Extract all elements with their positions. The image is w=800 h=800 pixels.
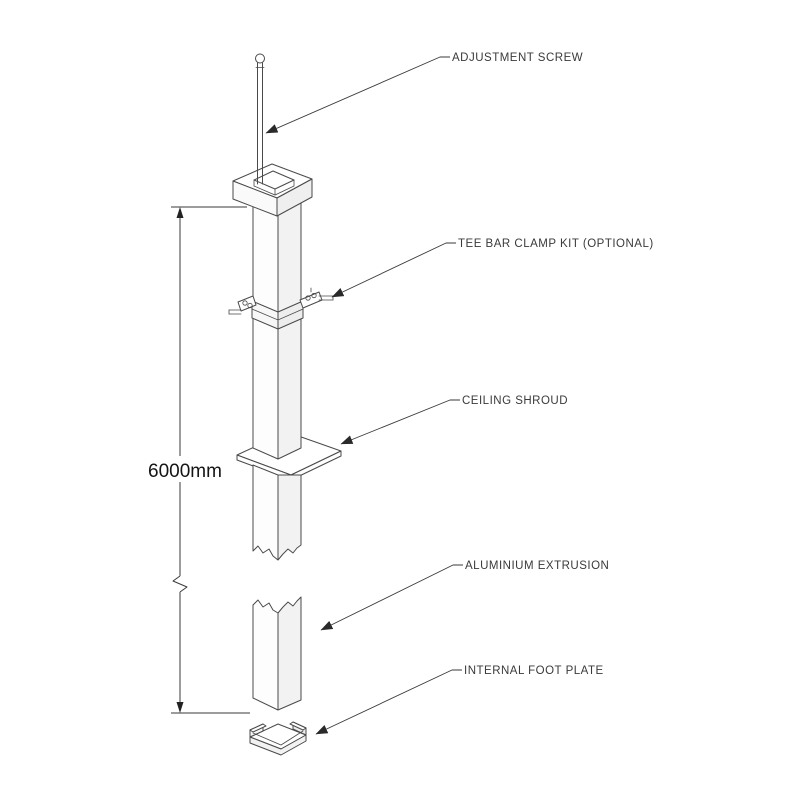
callout-labels: ADJUSTMENT SCREW TEE BAR CLAMP KIT (OPTI… [452, 52, 654, 677]
dimension-label: 6000mm [148, 461, 222, 482]
label-aluminium-extrusion: ALUMINIUM EXTRUSION [465, 560, 609, 572]
leader-aluminium-extrusion [320, 564, 463, 631]
aluminium-extrusion-mid-drawing [252, 464, 302, 561]
dimension-arrow-down [176, 702, 184, 713]
label-internal-foot-plate: INTERNAL FOOT PLATE [464, 665, 604, 677]
label-tee-bar-clamp: TEE BAR CLAMP KIT (OPTIONAL) [458, 238, 654, 250]
dimension-6000mm: 6000mm [144, 206, 250, 714]
aluminium-extrusion-upper-drawing [252, 199, 302, 460]
tee-bar-clamp-drawing [228, 287, 334, 330]
leader-ceiling-shroud [340, 399, 460, 445]
leader-adjustment-screw [265, 56, 450, 134]
aluminium-extrusion-lower-drawing [252, 596, 302, 711]
adjustment-screw-drawing [255, 53, 265, 185]
label-adjustment-screw: ADJUSTMENT SCREW [452, 52, 583, 64]
leader-tee-bar-clamp [331, 242, 456, 298]
top-cap-drawing [232, 163, 313, 217]
dimension-text-backing [144, 456, 228, 482]
dimension-break-symbol [172, 575, 188, 593]
label-ceiling-shroud: CEILING SHROUD [462, 395, 568, 407]
dimension-arrow-up [176, 207, 184, 218]
callout-leaders [265, 56, 463, 735]
internal-foot-plate-drawing [249, 721, 307, 756]
leader-internal-foot-plate [315, 669, 462, 735]
